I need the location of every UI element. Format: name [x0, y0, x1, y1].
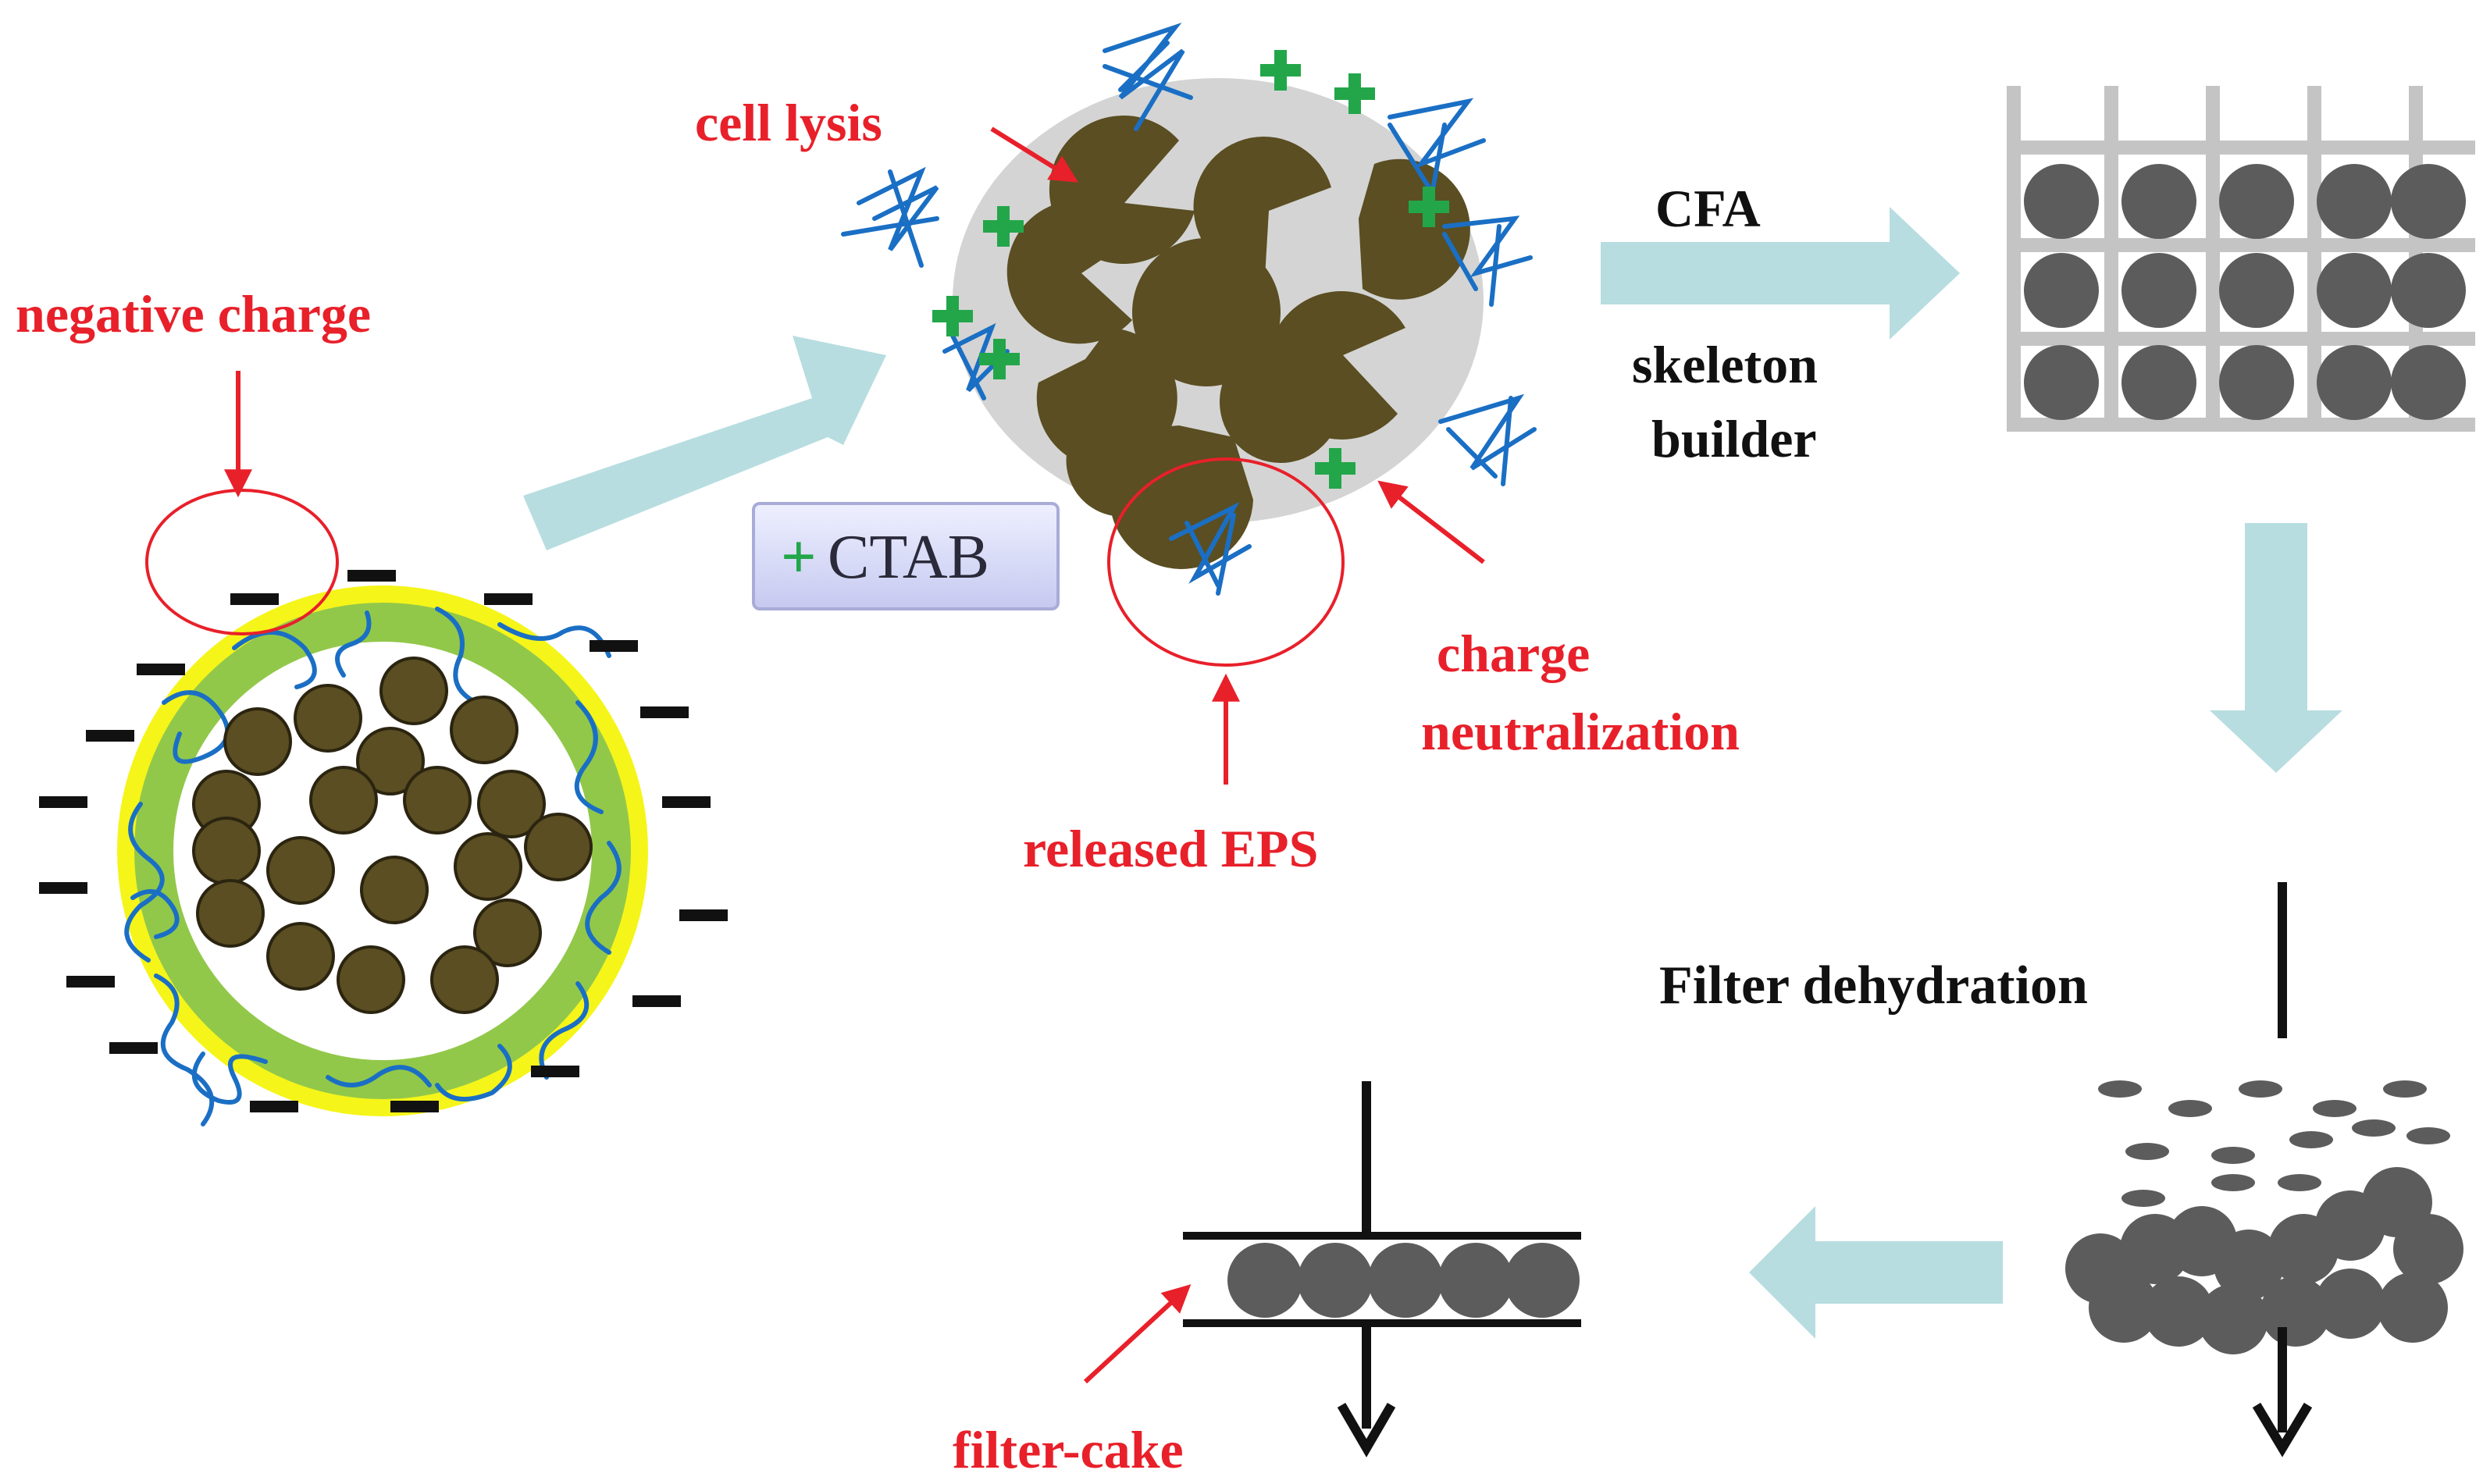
bacterial-cells: [192, 657, 593, 1014]
filtrate-arrow-right: [2252, 1327, 2313, 1457]
released-eps-label: released EPS: [1023, 819, 1318, 878]
eps-clumps: [841, 23, 1537, 596]
negative-charge-circle: [145, 489, 339, 635]
neutralization-label: neutralization: [1421, 702, 1740, 761]
ctab-label: CTAB: [828, 523, 989, 592]
charge-neutralization-arrow: [1377, 480, 1485, 564]
negative-charge-label: negative charge: [16, 284, 371, 343]
filter-rod-top: [2278, 882, 2287, 1038]
cfa-label: CFA: [1655, 179, 1761, 238]
press-rod: [1362, 1081, 1371, 1237]
filter-cake-arrow: [1083, 1284, 1192, 1384]
dehydrating-sludge: [2065, 1080, 2463, 1354]
released-eps-circle: [1107, 457, 1345, 667]
ctab-plus-sign: +: [781, 523, 817, 592]
process-arrow-3: [2210, 523, 2342, 773]
process-arrow-2: [1601, 207, 1960, 340]
builder-label: builder: [1651, 409, 1817, 468]
negative-charges: [39, 570, 728, 1112]
press-bottom-plate: [1183, 1319, 1581, 1327]
filter-press: [1183, 1081, 1581, 1457]
press-top-plate: [1183, 1232, 1581, 1240]
cationic-charges: [932, 50, 1449, 489]
filtrate-arrow-left: [1337, 1402, 1396, 1457]
filter-cake-particles: [1227, 1243, 1580, 1318]
cell-lysis-label: cell lysis: [695, 93, 882, 152]
process-arrow-1: [523, 336, 886, 550]
filter-dehydration-label: Filter dehydration: [1659, 956, 2088, 1016]
sludge-floc: [39, 570, 728, 1126]
filter-cake-label: filter-cake: [953, 1420, 1184, 1479]
skeleton-label: skeleton: [1632, 335, 1818, 394]
process-arrow-4: [1749, 1206, 2003, 1339]
charge-label: charge: [1437, 624, 1590, 683]
cell-lysis-arrow: [990, 126, 1079, 183]
treated-floc: [841, 23, 1537, 596]
ctab-box: + CTAB: [752, 502, 1060, 610]
skeleton-structure: [2007, 86, 2475, 432]
